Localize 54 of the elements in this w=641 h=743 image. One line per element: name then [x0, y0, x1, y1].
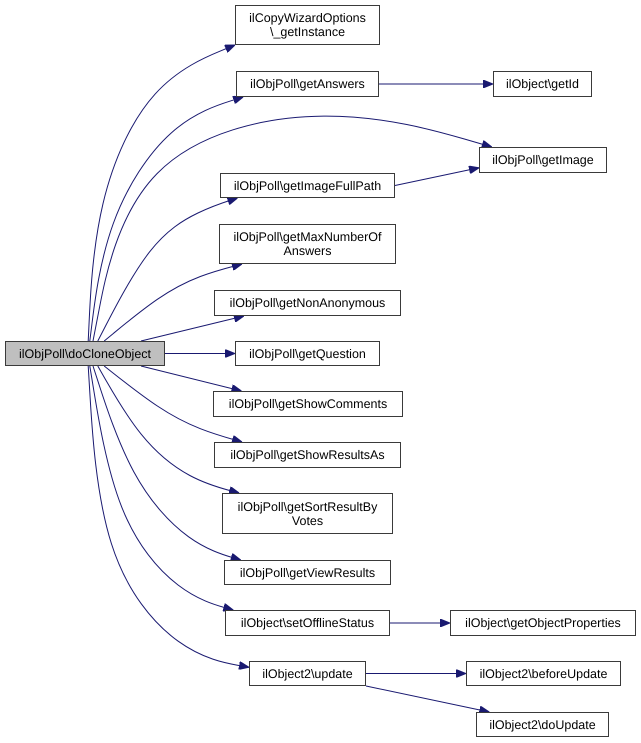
function-name: ilObjPoll\getMaxNumberOf Answers	[232, 230, 382, 258]
function-name: ilObject\getObjectProperties	[465, 616, 621, 630]
call-arrow	[97, 366, 240, 495]
call-arrow	[92, 366, 242, 562]
function-box	[493, 71, 592, 97]
call-arrow	[89, 96, 244, 342]
function-box	[224, 560, 391, 585]
function-box	[476, 712, 609, 737]
function-name: ilObject2\beforeUpdate	[480, 666, 608, 680]
function-name: ilObjPoll\getShowComments	[228, 397, 388, 411]
function-name: ilObject2\doUpdate	[489, 718, 596, 732]
function-box	[235, 5, 380, 45]
call-arrow	[92, 116, 492, 342]
function-name: ilObject\setOfflineStatus	[240, 616, 374, 630]
function-name: ilObjPoll\getNonAnonymous	[230, 296, 386, 310]
function-box	[219, 224, 396, 264]
function-name: ilObject\getId	[506, 77, 579, 91]
call-arrow	[164, 349, 236, 358]
function-name: ilCopyWizardOptions \_getInstance	[248, 11, 367, 39]
function-box	[235, 341, 380, 366]
call-arrow	[88, 44, 236, 342]
call-arrow	[88, 366, 250, 670]
function-box	[222, 493, 393, 534]
call-arrow	[89, 366, 234, 612]
function-box	[214, 290, 401, 316]
function-box	[450, 610, 636, 636]
function-name: ilObjPoll\getSortResultBy Votes	[236, 500, 378, 528]
call-arrow	[104, 366, 243, 444]
function-box	[236, 71, 379, 97]
call-arrow	[390, 618, 450, 628]
function-name: ilObjPoll\getImage	[492, 153, 594, 167]
function-name: ilObjPoll\getImageFullPath	[234, 178, 382, 192]
function-name: ilObjPoll\doCloneObject	[18, 346, 151, 360]
function-box	[466, 661, 621, 686]
function-name: ilObjPoll\getAnswers	[250, 77, 365, 91]
function-box	[214, 442, 401, 468]
function-name: ilObjPoll\getViewResults	[240, 566, 376, 580]
call-arrow	[378, 80, 494, 88]
function-box	[5, 341, 165, 366]
call-arrow	[140, 314, 244, 342]
call-arrow	[366, 669, 466, 678]
call-arrow	[366, 686, 490, 714]
function-name: ilObjPoll\getShowResultsAs	[230, 448, 385, 462]
function-box	[479, 147, 607, 173]
call-arrow	[104, 262, 242, 342]
function-box	[225, 610, 390, 636]
function-box	[220, 173, 395, 198]
function-box	[213, 391, 403, 417]
call-arrow	[97, 196, 238, 342]
function-name: ilObject2\update	[262, 666, 353, 680]
function-box	[249, 661, 366, 686]
call-arrow	[140, 366, 242, 393]
function-name: ilObjPoll\getQuestion	[249, 346, 366, 360]
call-arrow	[394, 165, 480, 186]
